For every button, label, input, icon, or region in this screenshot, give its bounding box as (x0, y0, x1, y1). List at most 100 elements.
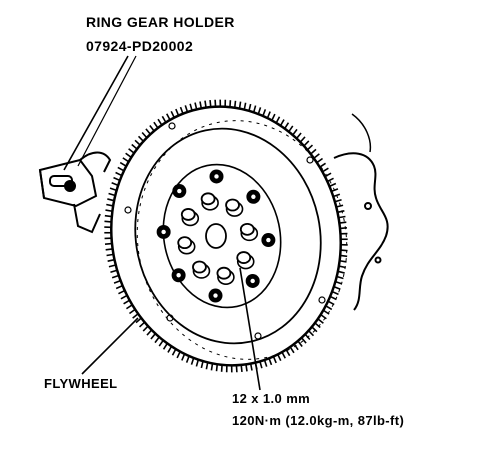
ring-gear-tooth (328, 301, 334, 304)
flywheel-leader-line (82, 318, 138, 374)
ring-gear-tooth (320, 163, 326, 167)
bolt-sequence-mark-center (213, 293, 217, 297)
ring-gear-tooth (340, 255, 347, 256)
bolt-head (217, 268, 230, 279)
ring-gear-tooth (326, 306, 332, 310)
ring-gear-tooth (206, 362, 207, 369)
ring-gear-tooth (123, 158, 129, 162)
ring-gear-tooth (146, 129, 150, 134)
bolt-sequence-mark-center (176, 273, 180, 277)
ring-gear-tooth (104, 221, 111, 222)
flywheel-label: FLYWHEEL (44, 376, 118, 391)
ring-gear-tooth (285, 123, 289, 129)
ring-gear-tooth (126, 305, 132, 309)
ring-gear-tooth (177, 352, 180, 358)
ring-gear-tooth (108, 260, 115, 261)
ring-gear-tooth (139, 136, 144, 141)
ring-gear-tooth (302, 338, 306, 343)
ring-gear-holder-tool (40, 153, 110, 233)
ring-gear-tooth (112, 275, 119, 277)
ring-gear-tooth (289, 126, 293, 132)
bolt-head (178, 237, 191, 248)
bolt-sequence-mark-center (266, 238, 270, 242)
ring-gear-tooth (120, 163, 126, 167)
ring-gear-tooth (162, 116, 166, 122)
bolt-head (226, 200, 239, 211)
ring-gear-holder-part-number: 07924-PD20002 (86, 38, 193, 54)
ring-gear-tooth (151, 334, 155, 339)
ring-gear-tooth (181, 107, 183, 114)
bolt-size-label: 12 x 1.0 mm (232, 391, 310, 406)
ring-gear-tooth (155, 337, 159, 343)
ring-gear-tooth (110, 188, 117, 190)
bolt-sequence-mark-center (177, 189, 181, 193)
ring-gear-tooth (187, 356, 189, 363)
ring-gear-tooth (164, 343, 168, 349)
ring-gear-tooth (269, 358, 271, 365)
ring-gear-tooth (307, 145, 312, 150)
bolt-sequence-mark-center (251, 195, 255, 199)
ring-gear-tooth (240, 102, 241, 109)
bolt-head (182, 209, 195, 220)
ring-gear-tooth (265, 360, 267, 367)
ring-gear-tooth (339, 222, 346, 223)
ring-gear-tooth (258, 107, 260, 114)
ring-gear-tooth (114, 178, 120, 181)
bolt-head (241, 224, 254, 235)
ring-gear-tooth (260, 361, 262, 368)
ring-gear-tooth (311, 149, 316, 154)
ring-gear-tooth (309, 331, 314, 336)
ring-gear-tooth (217, 364, 218, 371)
ring-gear-tooth (338, 271, 345, 273)
ring-gear-tooth (173, 349, 176, 355)
ring-gear-tooth (105, 216, 112, 217)
bolt-torque-label: 120N·m (12.0kg-m, 87lb-ft) (232, 413, 404, 428)
flywheel (87, 85, 368, 387)
holder-leader-line-2 (78, 56, 136, 166)
ring-gear-tooth (211, 363, 212, 370)
ring-gear-tooth (182, 354, 185, 360)
ring-gear-tooth (159, 340, 163, 346)
crankshaft-center-bore (206, 224, 226, 248)
ring-gear-tooth (276, 117, 279, 123)
ring-gear-tooth (334, 287, 341, 290)
ring-gear-tooth (254, 106, 256, 113)
ring-gear-tooth (110, 270, 117, 272)
bolt-head (202, 193, 215, 204)
ring-gear-tooth (112, 183, 119, 186)
ring-gear-tooth (210, 100, 211, 107)
ring-gear-tooth (241, 365, 242, 372)
ring-gear-tooth (124, 300, 130, 304)
ring-gear-tooth (329, 184, 335, 187)
ring-gear-tooth (318, 319, 323, 323)
ring-gear-tooth (314, 154, 319, 158)
ring-gear-tooth (281, 120, 285, 126)
ring-gear-tooth (147, 330, 152, 335)
ring-gear-tooth (158, 119, 162, 125)
ring-gear-tooth (297, 133, 301, 138)
ring-gear-tooth (195, 103, 197, 110)
ring-gear-tooth (118, 167, 124, 170)
ring-gear-tooth (205, 101, 206, 108)
ring-gear-tooth (272, 114, 275, 120)
ring-gear-tooth (142, 133, 147, 138)
ring-gear-tooth (335, 200, 342, 202)
ring-gear-tooth (191, 358, 193, 365)
ring-gear-tooth (176, 109, 179, 115)
ring-gear-tooth (154, 122, 158, 128)
ring-gear-tooth (335, 282, 342, 284)
ring-gear-tooth (116, 286, 122, 289)
bolt-sequence-mark-center (214, 174, 218, 178)
ring-gear-tooth (143, 326, 148, 331)
ring-gear-tooth (140, 322, 145, 327)
bolt-head (237, 252, 250, 263)
ring-gear-tooth (121, 295, 127, 298)
ring-gear-tooth (336, 205, 343, 207)
ring-gear-holder-label: RING GEAR HOLDER (86, 14, 235, 30)
ring-gear-tooth (171, 111, 174, 117)
ring-gear-tooth (116, 172, 122, 175)
ring-gear-tooth (201, 361, 203, 368)
ring-gear-tooth (109, 193, 116, 195)
ring-gear-tooth (332, 292, 338, 295)
